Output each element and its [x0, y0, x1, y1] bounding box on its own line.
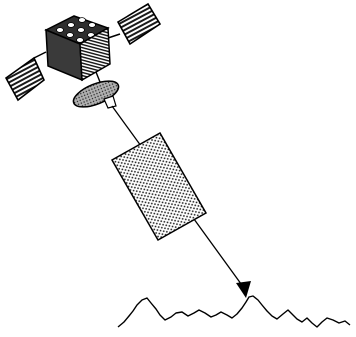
satellite — [46, 16, 110, 80]
terrain-profile — [118, 296, 350, 327]
solar-panel-left — [6, 52, 46, 100]
sensor-swath — [112, 133, 206, 240]
solar-panel-right — [108, 4, 160, 44]
